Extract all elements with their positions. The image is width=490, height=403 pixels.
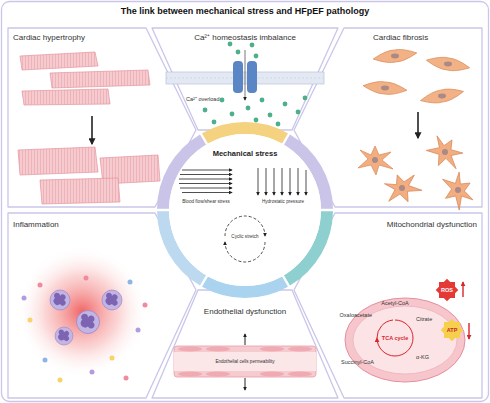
figure-title: The link between mechanical stress and H… <box>0 6 490 16</box>
stress-label: Cyclic stretch <box>125 234 365 239</box>
annotation-label: ROS <box>327 287 490 293</box>
annotation-label: Endothelial cells permeability <box>125 359 365 364</box>
annotation-label: ATP <box>332 327 490 333</box>
hub-title: Mechanical stress <box>125 150 365 159</box>
stress-hub: Mechanical stressBlood flow/shear stress… <box>157 122 333 298</box>
annotation-label: Citrate <box>416 316 432 322</box>
hub-outline <box>157 122 333 298</box>
panel-title: Ca²⁺ homeostasis imbalance <box>125 33 365 42</box>
annotation-label: Acetyl-CoA <box>275 300 490 306</box>
annotation-label: α-KG <box>416 354 429 360</box>
panel-title: Cardiac hypertrophy <box>13 33 85 42</box>
panel-title: Cardiac fibrosis <box>373 33 428 42</box>
panel-title: Inflammation <box>13 220 59 229</box>
stress-label: Hydrostatic pressure <box>163 199 403 204</box>
annotation-label: TCA cycle <box>275 335 490 341</box>
annotation-label: Oxaloacetate <box>132 312 372 318</box>
annotation-label: Ca²⁺ overload <box>186 96 220 102</box>
